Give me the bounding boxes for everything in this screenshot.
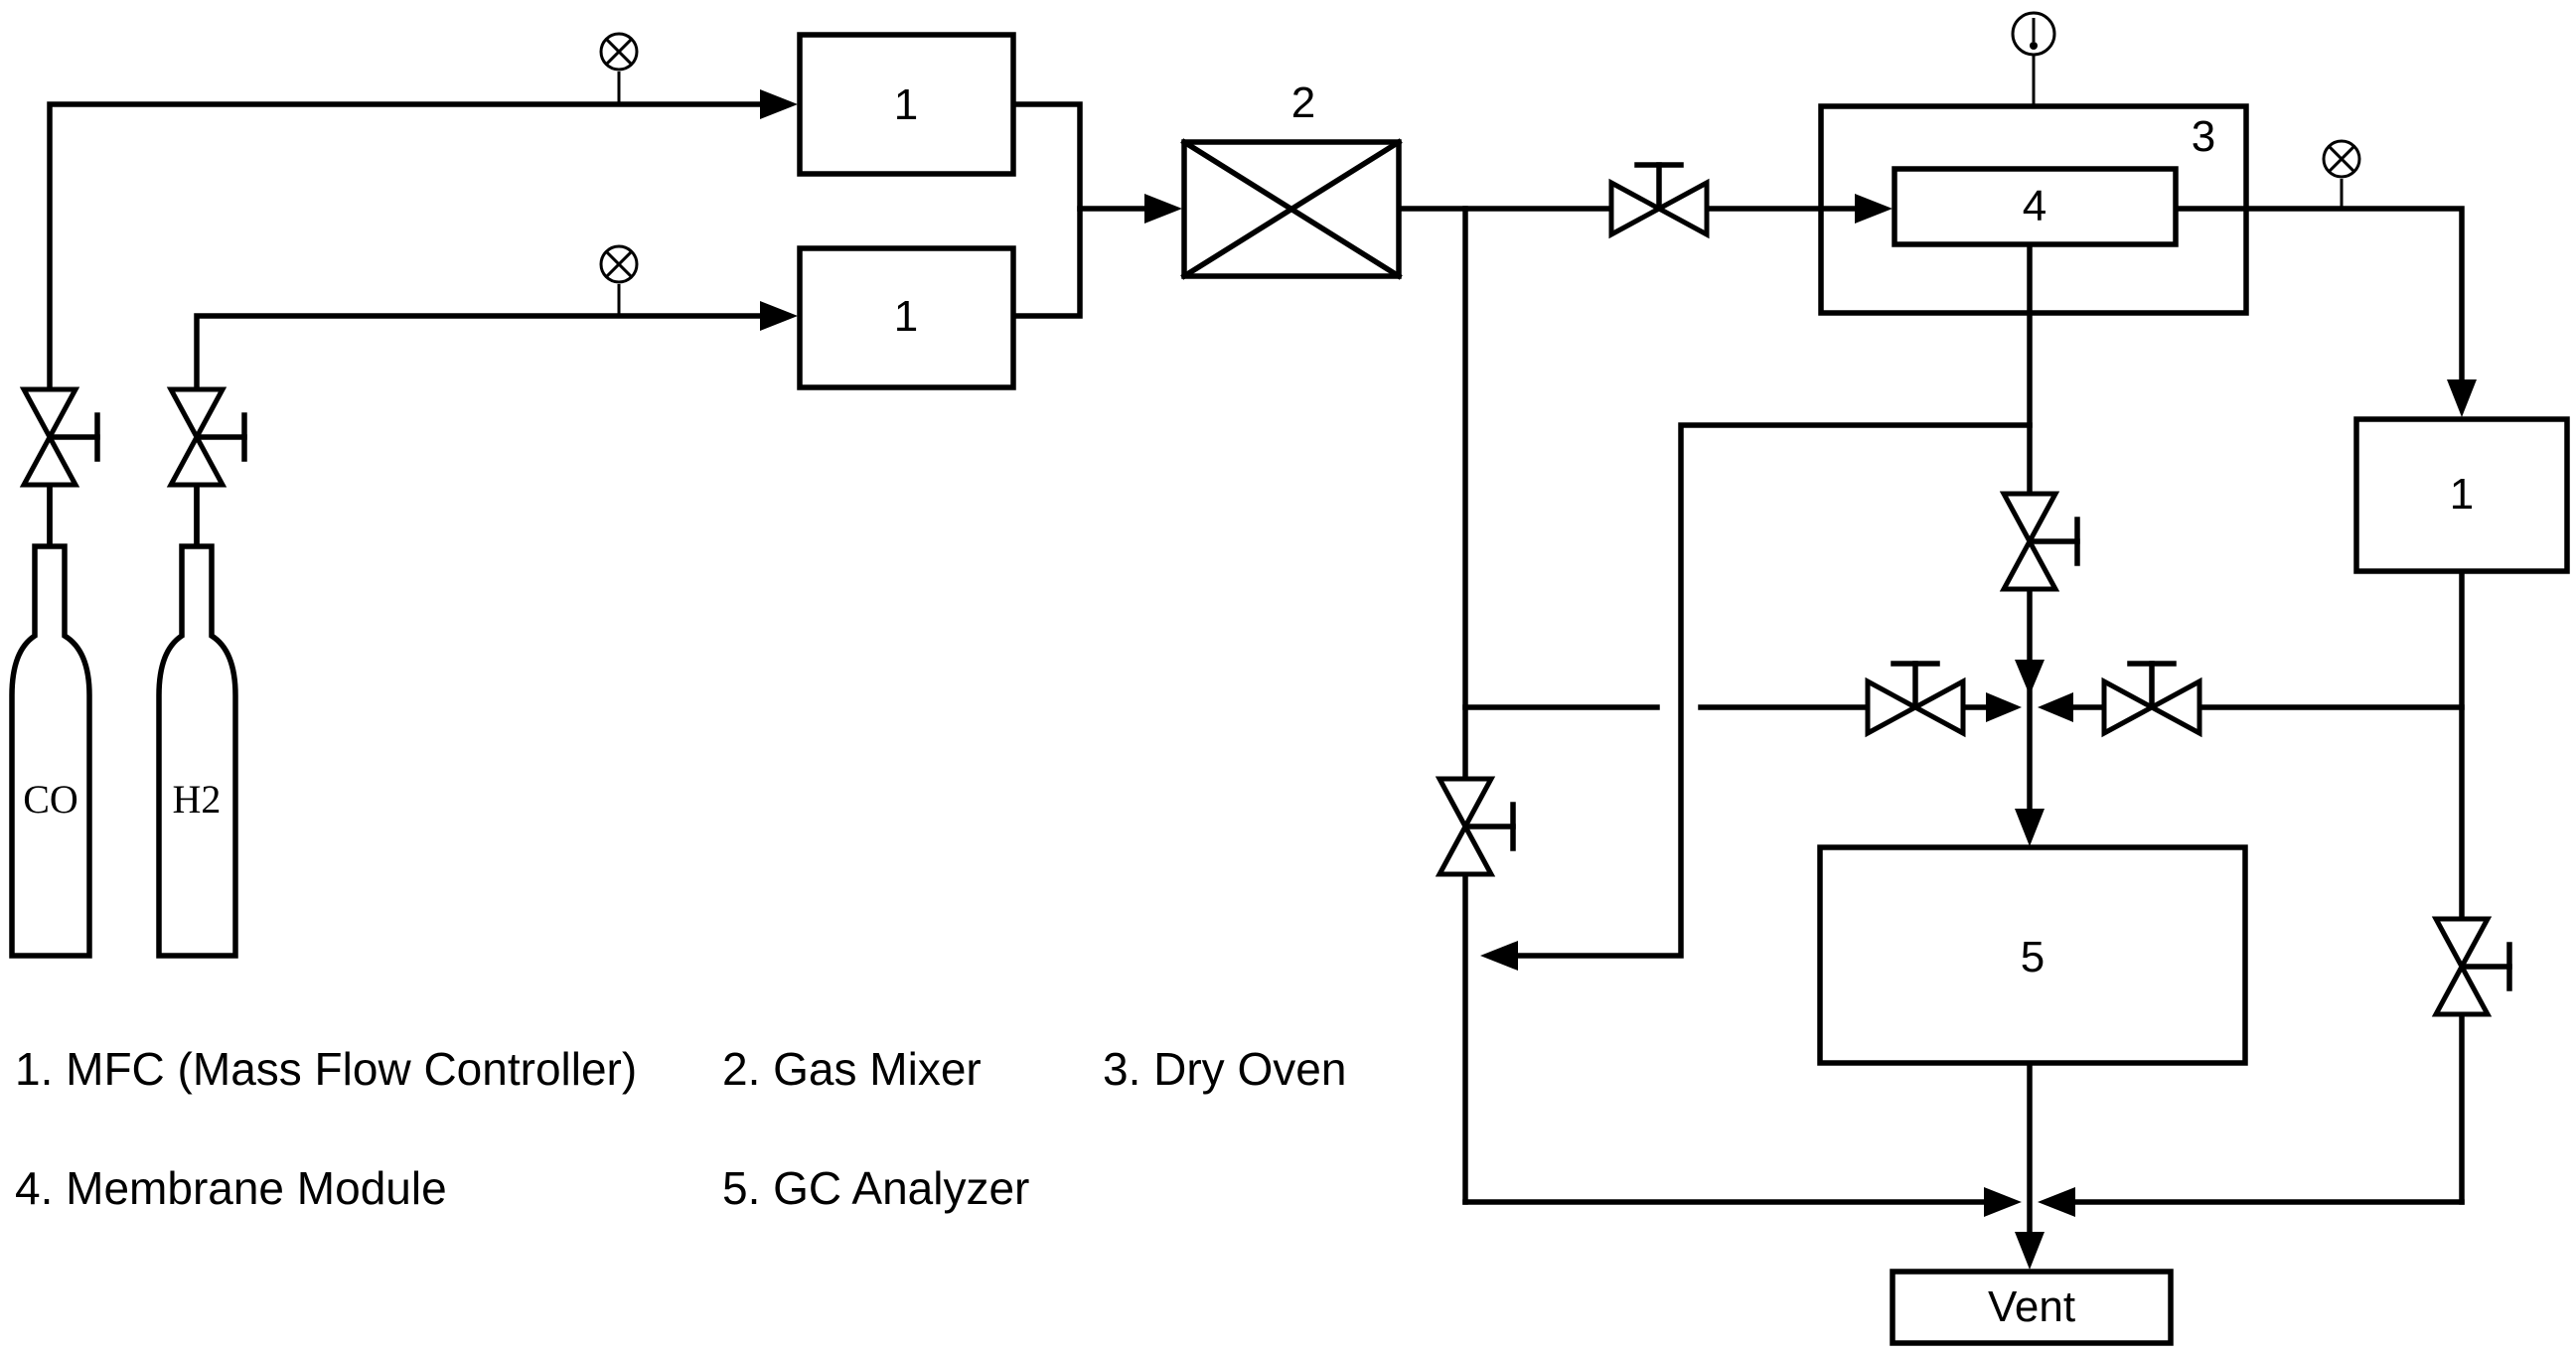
mfc-co-outlet-line bbox=[1010, 101, 1083, 319]
valve-h2[interactable] bbox=[166, 386, 247, 488]
arrow-to-mfc-h2 bbox=[760, 301, 798, 331]
dry-oven-label: 3 bbox=[2192, 112, 2215, 161]
gas-mixer: 2 bbox=[1180, 78, 1403, 280]
arrow-cross-from-left bbox=[1986, 692, 2022, 722]
legend-item-4: 4. Membrane Module bbox=[15, 1162, 447, 1214]
co-cylinder-label: CO bbox=[23, 777, 78, 822]
retentate-line bbox=[2173, 206, 2465, 400]
mfc-h2: 1 bbox=[797, 245, 1016, 390]
return-loop-line bbox=[1497, 422, 2033, 959]
gc-analyzer-label: 5 bbox=[2021, 933, 2045, 981]
mfc-outlet: 1 bbox=[2353, 416, 2570, 574]
gas-mixer-label: 2 bbox=[1291, 78, 1315, 127]
h2-cylinder: H2 bbox=[156, 484, 238, 959]
arrow-vent-from-left bbox=[1984, 1187, 2022, 1217]
co-feed-line bbox=[47, 101, 773, 549]
mfc-outlet-label: 1 bbox=[2450, 470, 2474, 519]
valve-feed[interactable] bbox=[1608, 162, 1710, 239]
arrow-vent-from-right bbox=[2038, 1187, 2075, 1217]
h2-cylinder-label: H2 bbox=[173, 777, 222, 822]
legend-item-1: 1. MFC (Mass Flow Controller) bbox=[15, 1043, 637, 1095]
valve-co[interactable] bbox=[19, 386, 100, 488]
mfc-co-label: 1 bbox=[894, 80, 918, 129]
membrane-module: 4 bbox=[1892, 166, 2179, 247]
vent-box: Vent bbox=[1890, 1269, 2174, 1346]
valve-bypass[interactable] bbox=[1435, 776, 1516, 877]
pressure-gauge-h2-icon bbox=[599, 244, 639, 316]
h2-feed-line bbox=[194, 313, 773, 549]
legend-item-5: 5. GC Analyzer bbox=[722, 1162, 1029, 1214]
arrow-permeate-down bbox=[2015, 660, 2045, 695]
valve-cross-right[interactable] bbox=[2101, 661, 2202, 738]
valve-retentate-vent[interactable] bbox=[2431, 916, 2512, 1017]
mfc-h2-label: 1 bbox=[894, 292, 918, 341]
membrane-module-label: 4 bbox=[2023, 182, 2046, 230]
legend-item-3: 3. Dry Oven bbox=[1103, 1043, 1346, 1095]
flow-arrows bbox=[760, 89, 2477, 1270]
pressure-gauge-retentate-icon bbox=[2322, 139, 2361, 209]
arrow-return-left bbox=[1480, 941, 1518, 971]
legend-item-2: 2. Gas Mixer bbox=[722, 1043, 982, 1095]
arrow-to-mfc-out bbox=[2447, 379, 2477, 417]
arrow-to-membrane bbox=[1855, 194, 1893, 224]
legend: 1. MFC (Mass Flow Controller) 2. Gas Mix… bbox=[15, 1043, 1346, 1214]
arrow-to-vent bbox=[2015, 1232, 2045, 1270]
valve-permeate[interactable] bbox=[1999, 491, 2080, 592]
thermometer-icon bbox=[2011, 11, 2056, 106]
pressure-gauge-co-icon bbox=[599, 32, 639, 104]
vent-label: Vent bbox=[1988, 1282, 2075, 1331]
arrow-cross-from-right bbox=[2038, 692, 2073, 722]
arrow-to-mfc-co bbox=[760, 89, 798, 119]
arrow-to-mixer bbox=[1144, 194, 1182, 224]
gc-analyzer: 5 bbox=[1817, 844, 2248, 1066]
arrow-to-gc bbox=[2015, 809, 2045, 846]
valve-cross-left[interactable] bbox=[1865, 661, 1966, 738]
mfc-co: 1 bbox=[797, 32, 1016, 177]
co-cylinder: CO bbox=[9, 484, 92, 959]
